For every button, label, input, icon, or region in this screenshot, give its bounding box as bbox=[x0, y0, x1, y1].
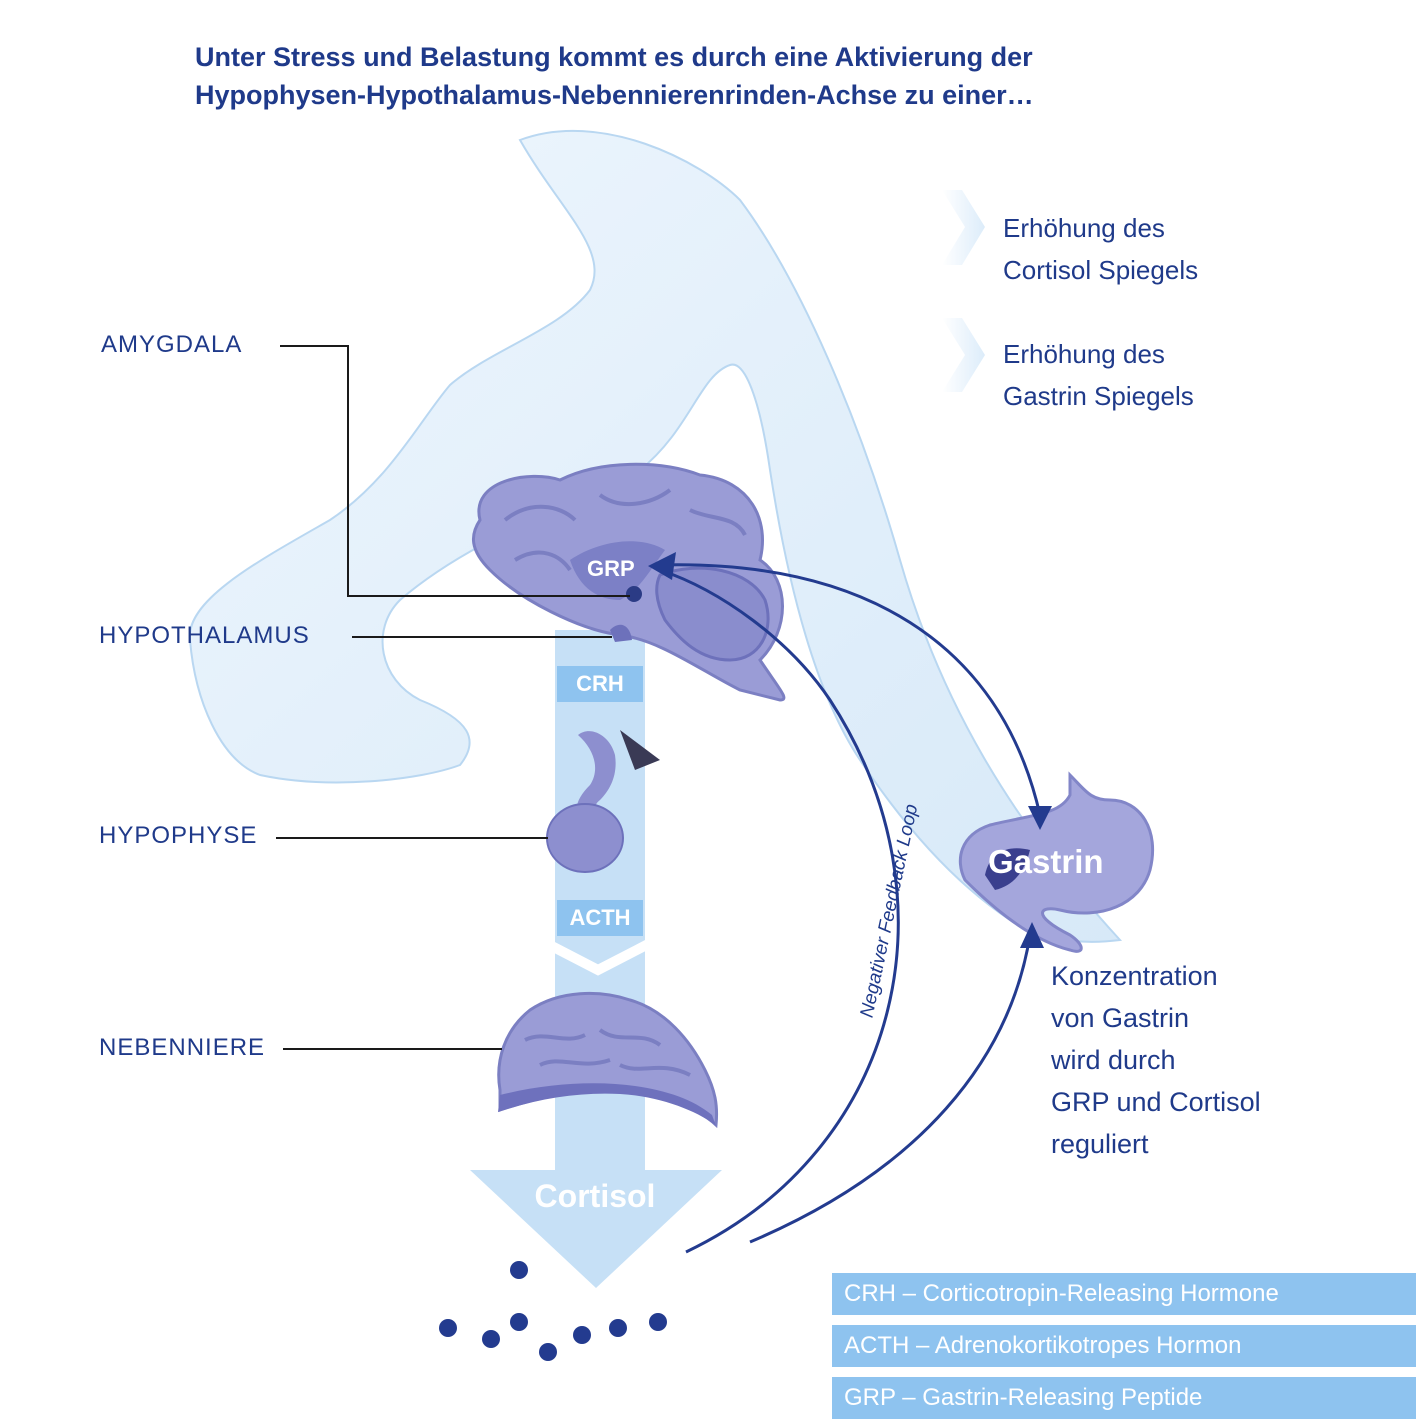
flow-arrows bbox=[659, 563, 1042, 1254]
nebenniere-illustration bbox=[497, 992, 719, 1129]
label-grp: GRP bbox=[587, 556, 635, 581]
title-line-2: Hypophysen-Hypothalamus-Nebennierenrinde… bbox=[195, 80, 1034, 110]
effect-cortisol: Erhöhung des Cortisol Spiegels bbox=[1003, 207, 1198, 291]
cortisol-molecules bbox=[439, 1261, 667, 1361]
legend-acth: ACTH – Adrenokortikotropes Hormon bbox=[832, 1325, 1416, 1367]
legend-crh: CRH – Corticotropin-Releasing Hormone bbox=[832, 1273, 1416, 1315]
note-line: reguliert bbox=[1051, 1129, 1149, 1159]
label-nebenniere: NEBENNIERE bbox=[99, 1034, 266, 1061]
effect-line: Cortisol Spiegels bbox=[1003, 255, 1199, 285]
label-cortisol: Cortisol bbox=[534, 1178, 656, 1214]
label-hypophyse: HYPOPHYSE bbox=[99, 822, 258, 849]
note-line: GRP und Cortisol bbox=[1051, 1087, 1261, 1117]
arrowhead-gastrin bbox=[1020, 922, 1044, 948]
title-line-1: Unter Stress und Belastung kommt es durc… bbox=[195, 42, 1033, 72]
effect-line: Erhöhung des bbox=[1003, 213, 1165, 243]
effect-line: Erhöhung des bbox=[1003, 339, 1165, 369]
effect-line: Gastrin Spiegels bbox=[1003, 381, 1194, 411]
arrowhead-grp bbox=[648, 552, 676, 580]
label-gastrin: Gastrin bbox=[988, 843, 1104, 880]
label-acth: ACTH bbox=[557, 900, 643, 936]
note-line: Konzentration bbox=[1051, 961, 1218, 991]
effect-gastrin: Erhöhung des Gastrin Spiegels bbox=[1003, 333, 1194, 417]
leader-lines bbox=[276, 345, 630, 1050]
diagram-title: Unter Stress und Belastung kommt es durc… bbox=[195, 38, 1295, 114]
regulation-note: Konzentration von Gastrin wird durch GRP… bbox=[1051, 955, 1261, 1165]
legend-grp: GRP – Gastrin-Releasing Peptide bbox=[832, 1377, 1416, 1419]
arrowhead-stomach bbox=[1028, 806, 1052, 830]
note-line: wird durch bbox=[1051, 1045, 1176, 1075]
stomach-illustration bbox=[958, 771, 1155, 953]
bullet-chevron-icon bbox=[942, 318, 985, 392]
cortisol-arrow-head bbox=[470, 1170, 722, 1288]
label-crh: CRH bbox=[557, 666, 643, 702]
column-chevron bbox=[537, 935, 659, 976]
label-hypothalamus: HYPOTHALAMUS bbox=[99, 622, 310, 649]
hypophyse-illustration bbox=[546, 730, 660, 873]
note-line: von Gastrin bbox=[1051, 1003, 1190, 1033]
bullet-chevron-icon bbox=[942, 190, 985, 265]
label-amygdala: AMYGDALA bbox=[101, 331, 243, 358]
